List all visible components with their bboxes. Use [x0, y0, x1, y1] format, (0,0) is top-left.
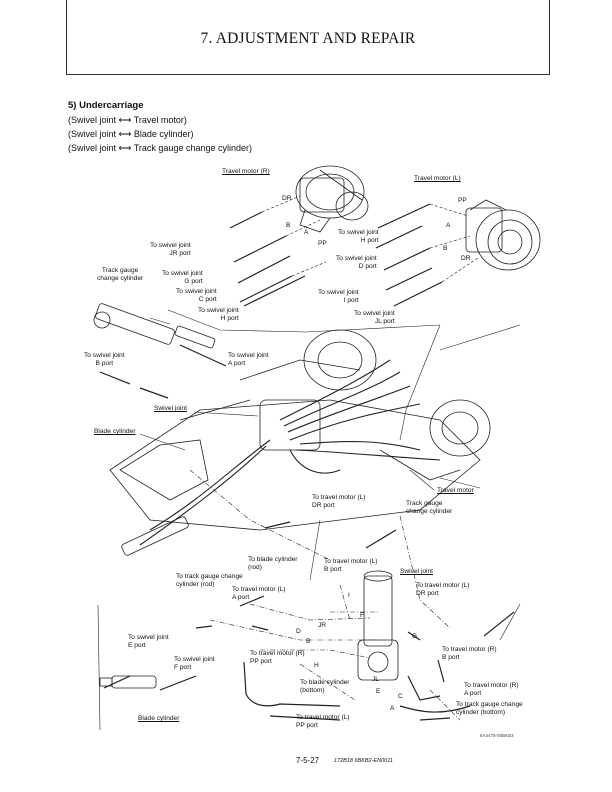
document-code: 172B18 6BKB2-EN0011 — [334, 758, 393, 764]
page-number: 7-5-27 — [296, 756, 320, 765]
label-to-tm-l-pp: To travel motor (L) PP port — [296, 714, 350, 729]
label-to-swivel-f: To swivel joint F port — [174, 656, 215, 671]
label-to-tm-l-b: To travel motor (L) B port — [324, 558, 378, 573]
label-to-swivel-jr: To swivel joint JR port — [150, 242, 191, 257]
port-jl: JL — [372, 676, 379, 683]
port-b: B — [306, 638, 311, 645]
label-to-tm-r-a: To travel motor (R) A port — [464, 682, 519, 697]
header-frame: 7. ADJUSTMENT AND REPAIR — [66, 0, 550, 75]
blade-cylinder-drawing — [121, 516, 189, 556]
port-h: H — [314, 662, 319, 669]
port-a-l: A — [446, 222, 451, 229]
port-b-r: B — [286, 222, 291, 229]
port-dr-r: DR — [282, 195, 292, 202]
section-line-1: (Swivel joint ⟷ Travel motor) — [68, 115, 187, 125]
label-track-gauge-cylinder-2: Track gauge change cylinder — [406, 500, 453, 515]
label-travel-motor: Travel motor — [437, 487, 474, 494]
label-to-swivel-b: To swivel joint B port — [84, 352, 125, 367]
label-to-tm-l-dr: To travel motor (L) DR port — [312, 494, 366, 509]
port-pp-r: PP — [318, 240, 327, 247]
port-a: A — [390, 705, 395, 712]
port-d: D — [296, 628, 301, 635]
label-to-swivel-d: To swivel joint D port — [336, 255, 377, 270]
label-blade-cylinder-2: Blade cylinder — [138, 715, 180, 722]
port-g: G — [412, 633, 418, 640]
label-to-swivel-g: To swivel joint G port — [162, 270, 203, 285]
section-line-3: (Swivel joint ⟷ Track gauge change cylin… — [68, 143, 252, 153]
label-to-track-bottom: To track gauge change cylinder (bottom) — [456, 701, 523, 716]
port-dr-l: DR — [461, 255, 471, 262]
label-swivel-joint-1: Swivel joint — [154, 405, 187, 412]
port-i: I — [348, 592, 350, 599]
label-to-swivel-jl: To swivel joint JL port — [354, 310, 395, 325]
label-to-blade-bottom: To blade cylinder (bottom) — [300, 679, 350, 694]
section-line-2: (Swivel joint ⟷ Blade cylinder) — [68, 129, 194, 139]
port-e: E — [376, 688, 381, 695]
blade-cylinder-lower-drawing — [99, 675, 157, 689]
label-track-gauge-cylinder: Track gauge change cylinder — [97, 267, 144, 282]
label-to-tm-l-a: To travel motor (L) A port — [232, 586, 286, 601]
label-to-swivel-h-left: To swivel joint H port — [198, 307, 239, 322]
page-title: 7. ADJUSTMENT AND REPAIR — [200, 30, 416, 47]
label-blade-cylinder-1: Blade cylinder — [94, 428, 136, 435]
travel-motor-r-drawing — [295, 165, 369, 233]
swivel-joint-drawing — [357, 570, 399, 681]
port-jr: JR — [318, 622, 327, 629]
label-swivel-joint-2: Swivel joint — [400, 568, 433, 575]
port-b-l: B — [443, 245, 448, 252]
travel-motor-l-drawing — [465, 199, 541, 271]
label-to-blade-rod: To blade cylinder (rod) — [248, 556, 298, 571]
label-travel-motor-l: Travel motor (L) — [414, 175, 461, 182]
label-to-swivel-a: To swivel joint A port — [228, 352, 269, 367]
top-hoses — [229, 203, 443, 307]
label-to-swivel-c: To swivel joint C port — [176, 288, 217, 303]
port-f: F — [360, 612, 365, 619]
undercarriage-frame — [109, 329, 491, 531]
label-to-track-rod: To track gauge change cylinder (rod) — [176, 573, 243, 588]
label-to-tm-r-b: To travel motor (R) B port — [442, 646, 497, 661]
port-pp-l: PP — [458, 197, 467, 204]
label-to-swivel-i: To swivel joint I port — [318, 289, 359, 304]
label-to-swivel-e: To swivel joint E port — [128, 634, 169, 649]
label-to-tm-l-dr-2: To travel motor (L) DR port — [416, 582, 470, 597]
section-heading: 5) Undercarriage — [68, 100, 144, 111]
label-to-tm-r-pp: To travel motor (R) PP port — [250, 650, 305, 665]
port-c: C — [398, 693, 403, 700]
label-travel-motor-r: Travel motor (R) — [222, 168, 270, 175]
port-a-r: A — [304, 229, 309, 236]
figure-code: 6A4478-00BKB3 — [480, 733, 514, 738]
label-to-swivel-h-right: To swivel joint H port — [338, 229, 379, 244]
track-gauge-cylinder-drawing — [93, 303, 216, 349]
